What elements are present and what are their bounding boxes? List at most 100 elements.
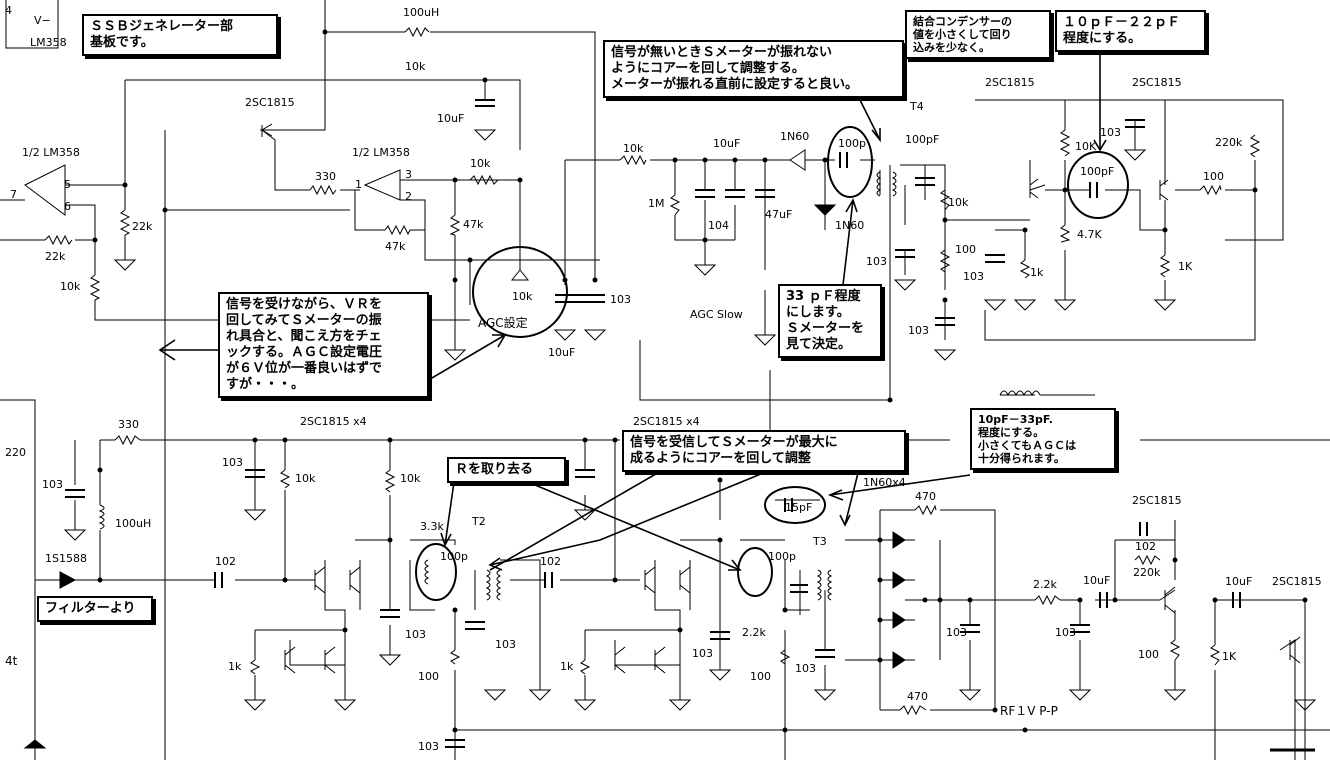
label-47k-b: 47k: [463, 218, 484, 231]
label-103-f: 103: [222, 456, 243, 469]
component-labels: 4 V− LM358 100uH 10k 2SC1815 10uF 1/2 LM…: [5, 4, 1322, 753]
label-2sc1815-e: 2SC1815: [1272, 575, 1322, 588]
label-100pf-a: 100pF: [905, 133, 939, 146]
note-vr-adjust: 信号を受けながら、ＶＲを 回してみてＳメーターの振 れ具合と、聞こえ方をチェ ッ…: [218, 292, 429, 398]
label-vminus: V−: [34, 14, 51, 27]
label-10k-e: 10k: [623, 142, 644, 155]
callout-arrows: [158, 48, 1107, 571]
label-rf-level: RF１V P-P: [1000, 704, 1058, 718]
label-220: 220: [5, 446, 26, 459]
label-2sc1815-top: 2SC1815: [245, 96, 295, 109]
label-103-m: 103: [1055, 626, 1076, 639]
transistor-symbols: [261, 123, 1301, 674]
label-2sc1815-c: 2SC1815: [1132, 76, 1182, 89]
label-1k-a: 1k: [1030, 266, 1044, 279]
label-470-a: 470: [915, 490, 936, 503]
label-10uf-d: 10uF: [1083, 574, 1110, 587]
label-22k-d: 2.2k: [1033, 578, 1057, 591]
label-103-k: 103: [795, 662, 816, 675]
label-1k-e: 1K: [1222, 650, 1237, 663]
label-10uf-b: 10uF: [548, 346, 575, 359]
label-1k-c: 1k: [228, 660, 242, 673]
label-lm358: LM358: [30, 36, 67, 49]
label-1n60x4: 1N60x4: [863, 476, 906, 489]
label-100-e: 100: [1138, 648, 1159, 661]
label-2sc1815-b: 2SC1815: [985, 76, 1035, 89]
label-47k-a: 47k: [385, 240, 406, 253]
label-1n60-a: 1N60: [780, 130, 809, 143]
label-103-l: 103: [946, 626, 967, 639]
label-104: 104: [708, 219, 729, 232]
label-100-b: 100: [1203, 170, 1224, 183]
label-103-c: 103: [963, 270, 984, 283]
label-agc-slow: AGC Slow: [690, 308, 743, 321]
label-pin1: 1: [355, 178, 362, 191]
label-102-c: 102: [1135, 540, 1156, 553]
label-1s1588: 1S1588: [45, 552, 87, 565]
label-agc-set: AGC設定: [478, 315, 528, 330]
label-103-d: 103: [908, 324, 929, 337]
label-pin5: 5: [64, 178, 71, 191]
label-half-lm358-left: 1/2 LM358: [22, 146, 80, 159]
note-cap-33pf: 33 ｐＦ程度 にします。 Ｓメーターを 見て決定。: [778, 284, 882, 358]
label-4t: 4t: [5, 654, 18, 668]
label-10uf-c: 10uF: [713, 137, 740, 150]
grounds: [63, 129, 1317, 711]
note-cap-10-22: １０ｐＦ－２２ｐＦ 程度にする。: [1055, 10, 1206, 52]
label-100uh: 100uH: [403, 6, 439, 19]
resistors: [44, 26, 1261, 716]
note-remove-r: Ｒを取り去る: [447, 457, 566, 483]
label-pin7: 7: [10, 188, 17, 201]
label-470-b: 470: [907, 690, 928, 703]
label-100p-b: 100p: [440, 550, 468, 563]
label-pin3: 3: [405, 168, 412, 181]
label-22k-a: 22k: [132, 220, 153, 233]
label-half-lm358-mid: 1/2 LM358: [352, 146, 410, 159]
label-1k-b: 1K: [1178, 260, 1193, 273]
label-pin2: 2: [405, 190, 412, 203]
note-from-filter: フィルターより: [37, 596, 153, 622]
label-10k-h: 10k: [400, 472, 421, 485]
label-103-j: 103: [692, 647, 713, 660]
label-102-b: 102: [540, 555, 561, 568]
label-103-e: 103: [1100, 126, 1121, 139]
label-1m: 1M: [648, 197, 665, 210]
label-33k: 3.3k: [420, 520, 444, 533]
label-2sc1815-d: 2SC1815: [1132, 494, 1182, 507]
label-103-h: 103: [405, 628, 426, 641]
label-103-g: 103: [42, 478, 63, 491]
label-10k-top: 10k: [405, 60, 426, 73]
label-100p-a: 100p: [838, 137, 866, 150]
label-22k-b: 22k: [45, 250, 66, 263]
note-ssb-board: ＳＳＢジェネレーター部 基板です。: [82, 14, 278, 56]
label-100-d: 100: [750, 670, 771, 683]
note-no-signal: 信号が無いときＳメーターが振れない ようにコアーを回して調整する。 メーターが振…: [603, 40, 904, 98]
label-10uf-top: 10uF: [437, 112, 464, 125]
label-330-top: 330: [315, 170, 336, 183]
label-1n60-b: 1N60: [835, 219, 864, 232]
label-102-a: 102: [215, 555, 236, 568]
label-47uf: 47uF: [765, 208, 792, 221]
label-100pf-b: 100pF: [1080, 165, 1114, 178]
label-10k-opamp: 10k: [470, 157, 491, 170]
label-220k-b: 220k: [1133, 566, 1161, 579]
label-t4: T4: [909, 100, 924, 113]
label-103-n: 103: [418, 740, 439, 753]
label-47k-cap: 4.7K: [1077, 228, 1102, 241]
label-2sc1815-x4-a: 2SC1815 x4: [300, 415, 367, 428]
label-330-b: 330: [118, 418, 139, 431]
label-2sc1815-x4-b: 2SC1815 x4: [633, 415, 700, 428]
coils: [98, 171, 1041, 601]
label-22k-c: 2.2k: [742, 626, 766, 639]
label-t3: T3: [812, 535, 827, 548]
junction-dots: [92, 29, 1308, 733]
label-1k-d: 1k: [560, 660, 574, 673]
label-four: 4: [5, 4, 12, 17]
label-103-a: 103: [610, 293, 631, 306]
note-cap-10-33: 10pF－33pF. 程度にする。 小さくてもＡＧＣは 十分得られます。: [970, 408, 1116, 470]
label-15pf: 15pF: [785, 501, 812, 514]
label-10k-vr: 10k: [512, 290, 533, 303]
capacitors: [65, 99, 1241, 748]
